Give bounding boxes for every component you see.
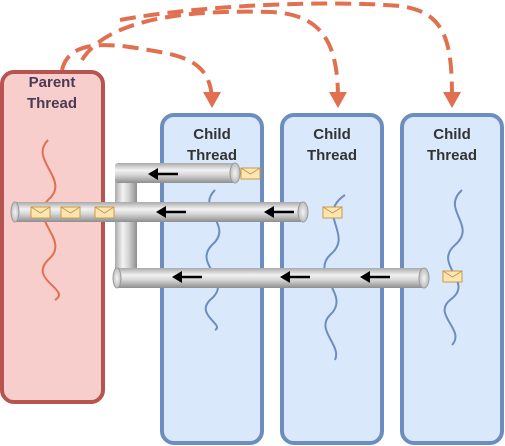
arrow-left-icon xyxy=(280,271,310,283)
spawn-arrow-3 xyxy=(119,1,454,99)
flow-arrows xyxy=(148,168,390,283)
message-envelope-icon xyxy=(240,167,261,180)
pipe-bottom-start xyxy=(112,267,122,289)
envelopes xyxy=(30,167,463,283)
child-1-label-line2: Thread xyxy=(187,147,237,164)
message-envelope-icon xyxy=(30,206,51,219)
spawn-arrow-1 xyxy=(60,43,214,99)
parent-label-line2: Thread xyxy=(27,95,77,112)
arrow-left-icon xyxy=(156,206,186,218)
arrow-left-icon xyxy=(360,271,390,283)
message-envelope-icon xyxy=(60,206,81,219)
arrow-head-2 xyxy=(329,92,347,108)
parent-label-line1: Parent xyxy=(29,74,76,91)
child-1-label-line1: Child xyxy=(193,126,231,143)
child-2-label-line1: Child xyxy=(313,126,351,143)
pipe-top-end xyxy=(229,162,241,184)
child-3-label-line1: Child xyxy=(433,126,471,143)
pipe-middle-start xyxy=(10,201,20,223)
message-envelope-icon xyxy=(94,206,115,219)
child-3-label-line2: Thread xyxy=(427,147,477,164)
pipe-middle-end xyxy=(297,201,309,223)
arrow-left-icon xyxy=(264,206,294,218)
spawn-arrow-2 xyxy=(80,9,340,99)
pipe-bottom xyxy=(115,268,425,288)
arrow-head-3 xyxy=(443,92,461,108)
pipe-vertical xyxy=(115,168,137,286)
parent-thread: Parent Thread xyxy=(0,70,105,404)
parent-wave xyxy=(41,139,60,301)
arrow-left-icon xyxy=(148,168,178,180)
arrow-head-1 xyxy=(203,92,221,108)
spawn-arrows xyxy=(60,1,461,108)
message-envelope-icon xyxy=(442,270,463,283)
message-envelope-icon xyxy=(322,206,343,219)
pipe-bottom-end xyxy=(418,267,430,289)
arrow-left-icon xyxy=(172,271,202,283)
child-2-label-line2: Thread xyxy=(307,147,357,164)
pipes xyxy=(10,162,430,289)
